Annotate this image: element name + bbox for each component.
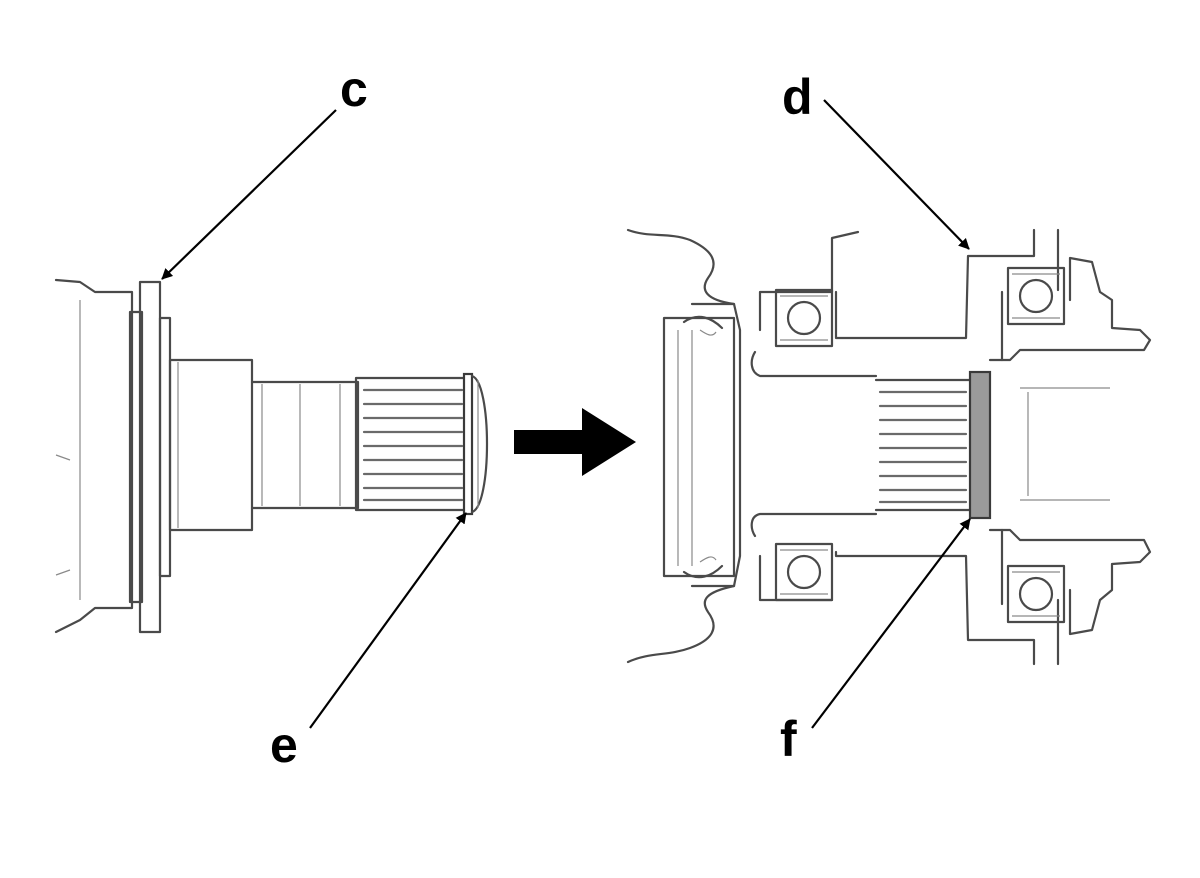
- drive-shaft-illustration: [54, 278, 489, 634]
- callout-d: d: [782, 69, 813, 125]
- shaft-spline: [362, 388, 464, 502]
- callout-f: f: [780, 711, 797, 767]
- callout-e: e: [270, 717, 298, 773]
- installed-snap-ring: [968, 370, 992, 520]
- hub-assembly-illustration: [626, 228, 1152, 666]
- leader-e: [309, 512, 467, 729]
- callout-c: c: [340, 61, 368, 117]
- leader-f: [811, 518, 971, 729]
- leader-d: [823, 99, 970, 250]
- arrow-right-icon: [514, 408, 636, 476]
- leader-c: [161, 109, 337, 280]
